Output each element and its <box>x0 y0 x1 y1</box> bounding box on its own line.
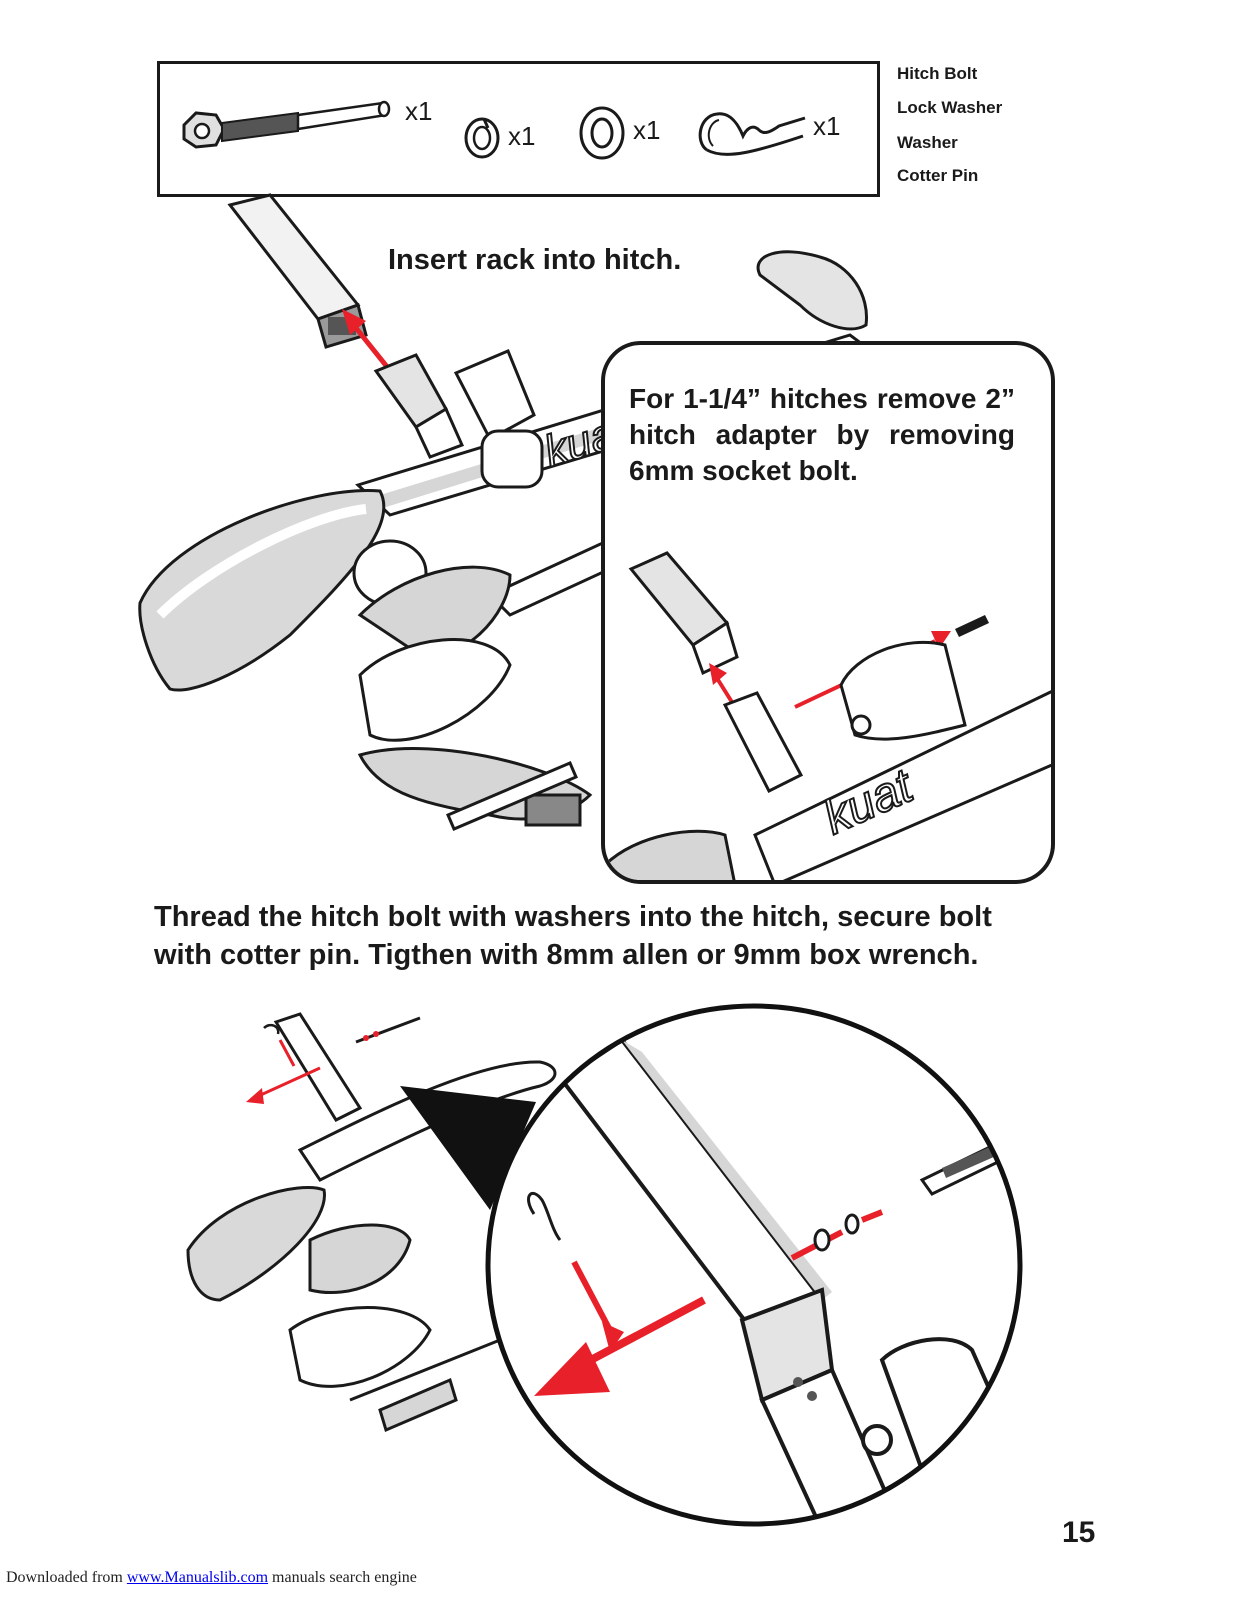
cotter-pin-quantity: x1 <box>813 111 841 141</box>
washer-illustration <box>579 106 625 160</box>
adapter-callout: For 1-1/4” hitches remove 2” hitch adapt… <box>601 341 1055 884</box>
callout-text: For 1-1/4” hitches remove 2” hitch adapt… <box>629 383 1015 486</box>
cotter-pin-illustration <box>698 112 806 156</box>
legend-cotter-pin: Cotter Pin <box>897 166 979 185</box>
step1-instruction: Insert rack into hitch. <box>388 244 682 276</box>
adapter-removal-illustration: kuat <box>605 551 1051 880</box>
footer-suffix: manuals search engine <box>268 1569 417 1586</box>
page-number: 15 <box>1062 1516 1096 1549</box>
washer-quantity: x1 <box>633 115 661 145</box>
bolt-quantity: x1 <box>405 96 433 126</box>
step2-instruction: Thread the hitch bolt with washers into … <box>154 901 992 971</box>
zoom-detail-illustration <box>485 1003 1023 1527</box>
parts-box <box>157 61 880 197</box>
legend-lock-washer: Lock Washer <box>897 98 1003 117</box>
lock-washer-illustration <box>464 117 500 159</box>
lock-washer-quantity: x1 <box>508 121 536 151</box>
footer-link[interactable]: www.Manualslib.com <box>126 1569 269 1586</box>
legend-washer: Washer <box>897 133 958 152</box>
footer-prefix: Downloaded from <box>6 1569 127 1586</box>
footer: Downloaded from www.Manualslib.com manua… <box>6 1569 417 1587</box>
hitch-bolt-illustration <box>182 100 391 149</box>
legend-hitch-bolt: Hitch Bolt <box>897 64 978 83</box>
